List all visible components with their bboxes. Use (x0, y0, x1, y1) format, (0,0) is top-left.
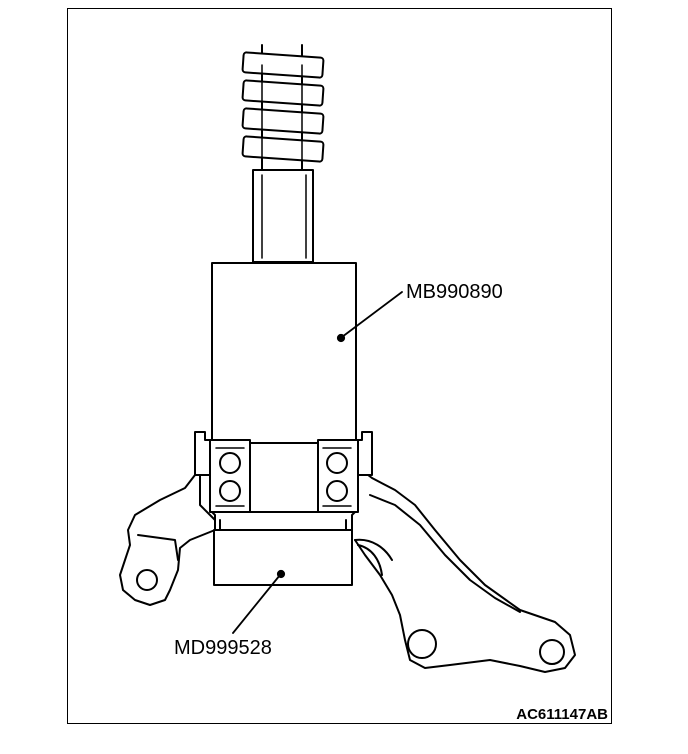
label-tool-lower: MD999528 (174, 637, 272, 659)
figure-code: AC611147AB (516, 706, 608, 723)
knuckle-hole-left (136, 569, 158, 591)
bearing-balls (215, 447, 352, 507)
threaded-bolt (241, 44, 325, 171)
shaft (252, 169, 314, 263)
leader-lines (232, 291, 403, 634)
leader-upper (341, 291, 403, 338)
knuckle-hole-right (539, 639, 565, 665)
leader-lower (232, 574, 281, 634)
hub-housing (194, 431, 373, 531)
label-tool-upper: MB990890 (406, 281, 503, 303)
steering-knuckle (119, 451, 576, 673)
knuckle-hole-mid (407, 629, 437, 659)
tool-mb990890-body (211, 262, 357, 444)
